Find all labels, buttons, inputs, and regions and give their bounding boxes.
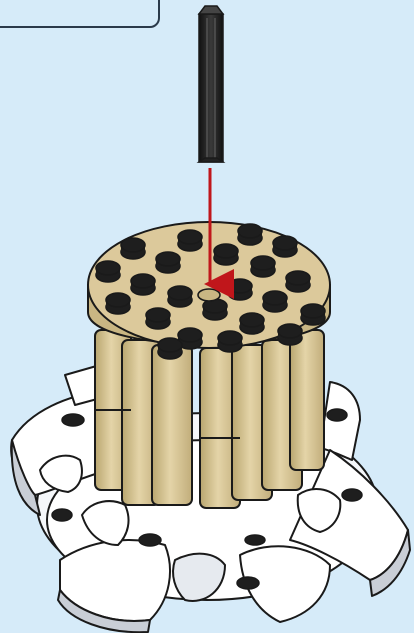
- tan-cylinders: [95, 330, 324, 508]
- black-axle-part: [199, 6, 223, 162]
